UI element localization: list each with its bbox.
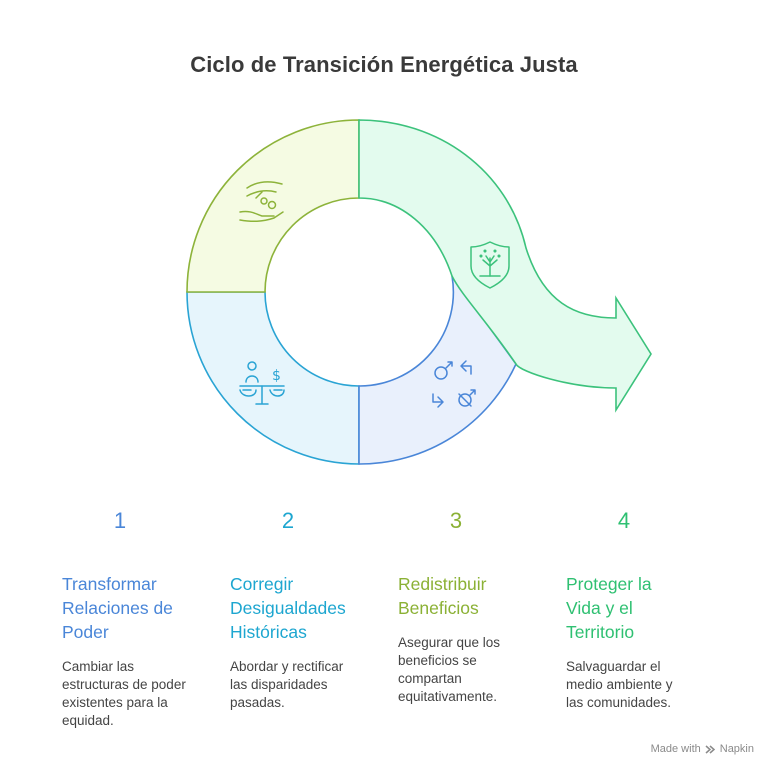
- step-description: Abordar y rectificar las disparidades pa…: [230, 659, 344, 710]
- segment-proteger[interactable]: [358, 119, 652, 413]
- step-description: Cambiar las estructuras de poder existen…: [62, 659, 186, 728]
- step-heading: Proteger la Vida y el Territorio: [566, 574, 652, 642]
- made-with-label: Made with: [650, 743, 701, 755]
- step-heading: Transformar Relaciones de Poder: [62, 574, 173, 642]
- napkin-logo-icon: [705, 744, 715, 754]
- shield-tree-icon: [470, 241, 510, 289]
- page-title: Ciclo de Transición Energética Justa: [190, 52, 578, 77]
- step-number: 2: [281, 508, 295, 533]
- step-heading: Corregir Desigualdades Históricas: [230, 574, 346, 642]
- svg-text:$: $: [272, 368, 281, 384]
- step-number: 3: [449, 508, 463, 533]
- step-3: 3 Redistribuir Beneficios Asegurar que l…: [398, 508, 548, 706]
- step-4: 4 Proteger la Vida y el Territorio Salva…: [566, 508, 716, 712]
- gender-arrows-icon: [432, 360, 476, 408]
- napkin-credit[interactable]: Made with Napkin: [651, 743, 754, 755]
- step-number: 1: [113, 508, 127, 533]
- step-heading: Redistribuir Beneficios: [398, 574, 487, 618]
- step-number: 4: [617, 508, 631, 533]
- step-description: Asegurar que los beneficios se compartan…: [398, 635, 501, 704]
- step-description: Salvaguardar el medio ambiente y las com…: [566, 659, 673, 710]
- scale-person-dollar-icon: $: [239, 361, 285, 405]
- segment-corregir[interactable]: [186, 291, 360, 465]
- segment-transformar[interactable]: [186, 119, 360, 293]
- hand-coins-icon: [239, 181, 284, 223]
- segment-redistribuir[interactable]: [358, 275, 517, 465]
- brand-label: Napkin: [719, 743, 754, 755]
- step-1: 1 Transformar Relaciones de Poder Cambia…: [62, 508, 212, 730]
- step-2: 2 Corregir Desigualdades Históricas Abor…: [230, 508, 380, 712]
- cycle-diagram: $: [186, 119, 652, 465]
